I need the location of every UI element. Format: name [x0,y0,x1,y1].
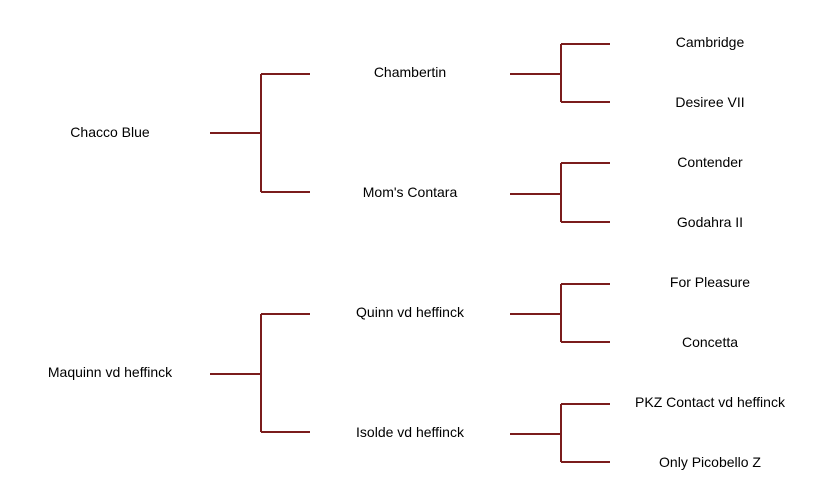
dam-sire-name: Quinn vd heffinck [356,304,464,320]
ancestor-name: Only Picobello Z [659,454,761,470]
sire-dam-name: Mom's Contara [362,184,458,200]
ancestor-name: Concetta [681,334,739,350]
connector-quinn-vd-heffinck [510,283,610,343]
connector-maquinn-vd-heffinck [210,313,310,433]
dam-dam-name: Isolde vd heffinck [356,424,464,440]
ancestor-name: Cambridge [675,34,745,50]
ancestor-name: For Pleasure [669,274,751,290]
ancestor-name: Desiree VII [675,94,745,110]
connector-moms-contara [510,162,610,223]
dam-name: Maquinn vd heffinck [47,364,173,380]
ancestor-name: Contender [677,154,743,170]
ancestor-name: PKZ Contact vd heffinck [635,394,785,410]
connector-chacco-blue [210,73,310,193]
connector-isolde-vd-heffinck [510,403,610,463]
sire-sire-name: Chambertin [373,64,447,80]
sire-name: Chacco Blue [70,124,150,140]
connector-chambertin [510,43,610,103]
ancestor-name: Godahra II [676,214,744,230]
